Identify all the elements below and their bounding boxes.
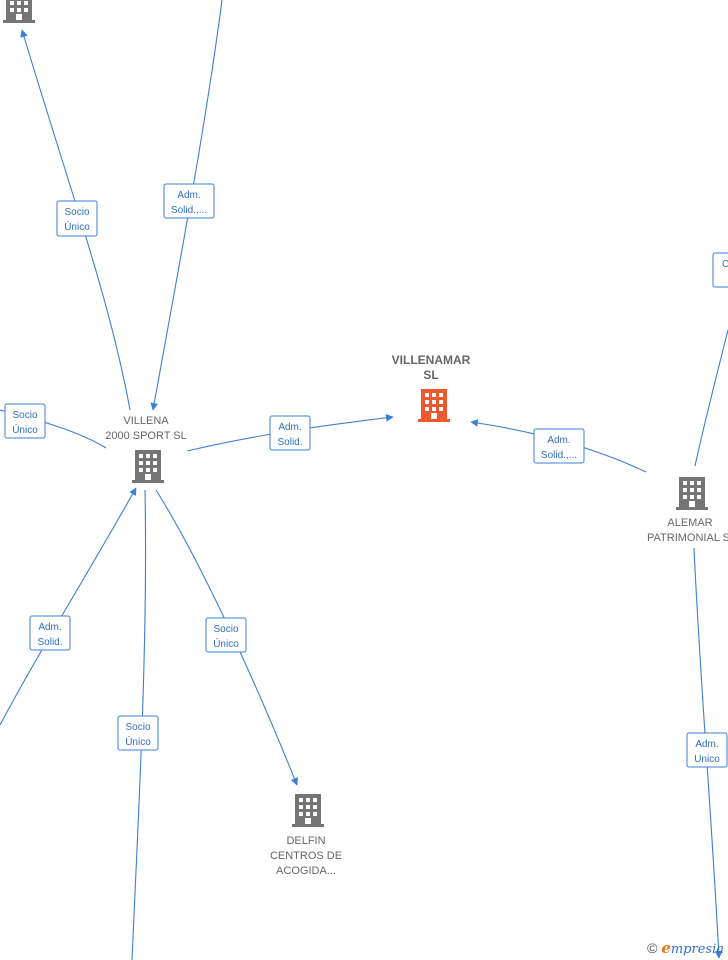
node-label: SL — [423, 368, 438, 382]
node-alemar-patrimonial[interactable]: ALEMAR PATRIMONIAL SL — [647, 477, 728, 544]
edge-label-partial: C — [712, 252, 728, 288]
node-label: 2000 SPORT SL — [105, 430, 187, 442]
node-villenamar[interactable]: VILLENAMAR SL — [392, 353, 471, 422]
svg-text:Unico: Unico — [694, 754, 720, 765]
svg-text:Socio: Socio — [213, 624, 238, 635]
svg-text:Único: Único — [64, 220, 90, 233]
svg-text:Único: Único — [213, 637, 239, 650]
node-label: VILLENAMAR — [392, 353, 471, 367]
svg-text:Solid.: Solid. — [277, 437, 302, 448]
node-villena-2000-sport[interactable]: VILLENA 2000 SPORT SL — [105, 415, 187, 483]
svg-text:Adm.: Adm. — [177, 190, 200, 201]
edge-label-adm-solid: Adm. Solid. — [29, 615, 71, 651]
edge-bottomleft-to-villena — [0, 487, 137, 726]
copyright-icon: © — [647, 940, 658, 956]
svg-text:Solid.,...: Solid.,... — [171, 205, 207, 216]
edge-alemar-up — [694, 329, 728, 467]
node-label: ALEMAR — [667, 517, 712, 529]
svg-text:C: C — [722, 259, 728, 270]
edge-label-socio-unico: Socio Único — [4, 403, 46, 439]
edge-label-socio-unico: Socio Único — [205, 617, 247, 653]
svg-text:Adm.: Adm. — [278, 422, 301, 433]
svg-text:Adm.: Adm. — [695, 739, 718, 750]
svg-text:Adm.: Adm. — [38, 622, 61, 633]
node-delfin-centros[interactable]: DELFIN CENTROS DE ACOGIDA... — [270, 794, 342, 877]
building-icon — [3, 0, 35, 23]
node-label: DELFIN — [286, 835, 325, 847]
edge-label-adm-unico: Adm. Unico — [686, 732, 728, 768]
svg-text:Adm.: Adm. — [547, 435, 570, 446]
node-label: VILLENA — [123, 415, 169, 427]
footer-brand: © empresia — [647, 939, 724, 957]
building-icon — [676, 477, 708, 510]
node-top-left[interactable] — [3, 0, 35, 23]
svg-text:Socio: Socio — [12, 410, 37, 421]
building-icon — [292, 794, 324, 827]
building-icon — [418, 389, 450, 422]
edge-label-adm-solid: Adm. Solid. — [269, 415, 311, 451]
svg-text:Único: Único — [125, 735, 151, 748]
node-label: CENTROS DE — [270, 850, 342, 862]
building-icon — [132, 450, 164, 483]
svg-text:Único: Único — [12, 423, 38, 436]
edge-label-adm-solid: Adm. Solid.,... — [533, 428, 585, 464]
edge-label-adm-solid: Adm. Solid.,... — [163, 183, 215, 219]
svg-text:Solid.: Solid. — [37, 637, 62, 648]
edge-label-socio-unico: Socio Único — [56, 200, 98, 237]
svg-text:Solid.,...: Solid.,... — [541, 450, 577, 461]
brand-logo: empresia — [661, 939, 724, 957]
edge-villena-to-topleft — [20, 29, 131, 411]
svg-text:Socio: Socio — [64, 207, 89, 218]
node-label: PATRIMONIAL SL — [647, 532, 728, 544]
edge-label-socio-unico: Socio Único — [117, 715, 159, 751]
node-label: ACOGIDA... — [276, 865, 336, 877]
svg-text:Socio: Socio — [125, 722, 150, 733]
